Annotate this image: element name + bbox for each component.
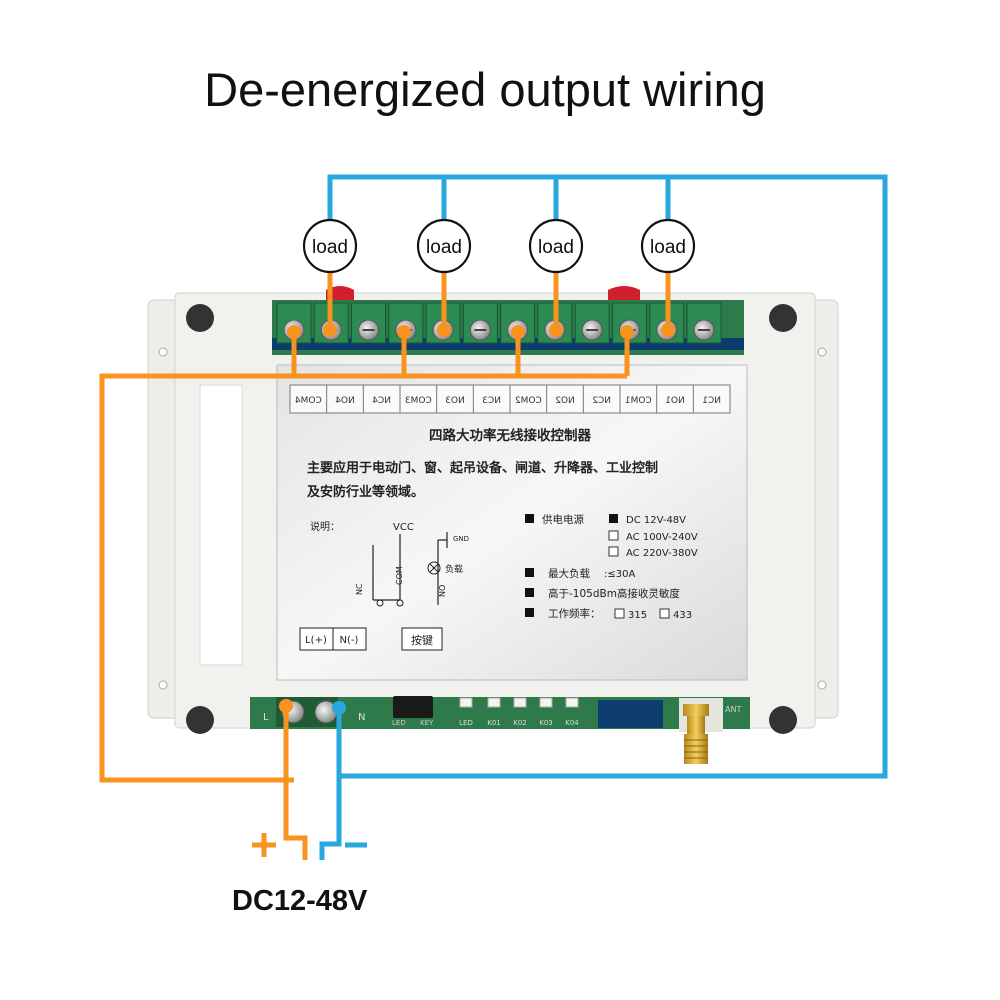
max-load-value: :≤30A (604, 569, 635, 580)
terminal-label: NC4 (372, 396, 391, 406)
led-indicator: K02 (513, 697, 527, 727)
small-key-label: KEY (420, 719, 434, 727)
terminal-label: COM3 (405, 396, 432, 406)
panel-schematic: 说明： VCC GND 负载 NC COM NO L(+) N(-) 按键 (299, 520, 469, 651)
led-label: K02 (513, 719, 527, 727)
note-label: 说明： (310, 520, 340, 533)
led-indicator: K01 (487, 697, 501, 727)
top-terminal (574, 302, 610, 344)
led-indicator: K04 (565, 697, 579, 727)
top-terminal (462, 302, 498, 344)
panel-specs: 供电电源 DC 12V-48V AC 100V-240V AC 220V-380… (525, 513, 698, 621)
load-cn-label: 负载 (445, 563, 463, 575)
load-label: load (312, 237, 348, 258)
frequency-option-2: 433 (673, 610, 692, 621)
led-label: K01 (487, 719, 501, 727)
top-terminal (686, 302, 722, 344)
terminal-label: NC2 (592, 396, 611, 406)
power-option-1: DC 12V-48V (626, 515, 686, 526)
terminal-l-label: L (263, 712, 269, 723)
led-indicator: LED (459, 697, 473, 727)
load-output-wires (327, 272, 671, 330)
positive-terminal-dots (279, 325, 634, 713)
power-option-2: AC 100V-240V (626, 532, 698, 543)
power-option-3: AC 220V-380V (626, 548, 698, 559)
n-minus-label: N(-) (340, 635, 359, 646)
antenna-connector (684, 734, 708, 764)
terminal-label: NO3 (445, 396, 465, 406)
led-label: K04 (565, 719, 579, 727)
power-label: 供电电源 (542, 513, 584, 526)
nc-label: NC (355, 583, 364, 595)
led-label: K03 (539, 719, 553, 727)
led-indicator: K03 (539, 697, 553, 727)
com-label: COM (395, 566, 404, 585)
load-label: load (426, 237, 462, 258)
key-button-label: 按键 (411, 633, 433, 647)
antenna-label: ANT (725, 705, 741, 714)
led-label: LED (459, 719, 473, 727)
diagram-title: De-energized output wiring (204, 63, 766, 116)
load-label: load (650, 237, 686, 258)
terminal-label: NC1 (702, 396, 721, 406)
gnd-label: GND (453, 535, 469, 543)
frequency-label: 工作频率： (548, 607, 601, 620)
negative-terminal-dot (332, 701, 346, 715)
terminal-label: NO4 (335, 396, 355, 406)
sensitivity-label: 高于-105dBm高接收灵敏度 (548, 587, 680, 600)
load-2: load (416, 218, 472, 274)
mounting-hole (769, 706, 797, 734)
no-label: NO (438, 585, 447, 597)
terminal-label-row: COM4 NO4 NC4 COM3 NO3 NC3 COM2 NO2 NC2 COM1 NO1 NC1 (289, 385, 721, 413)
load-1: load (302, 218, 358, 274)
top-terminal (351, 302, 387, 344)
l-plus-label: L(+) (305, 635, 327, 646)
frequency-option-1: 315 (628, 610, 647, 621)
terminal-n-label: N (358, 712, 365, 723)
mounting-hole (186, 304, 214, 332)
terminal-label: NC3 (482, 396, 501, 406)
load-4: load (640, 218, 696, 274)
small-led-label: LED (392, 719, 406, 727)
terminal-label: COM1 (625, 396, 652, 406)
load-3: load (528, 218, 584, 274)
supply-voltage-label: DC12-48V (232, 885, 368, 917)
loads-group: load load load load (302, 218, 696, 274)
load-label: load (538, 237, 574, 258)
terminal-label: COM2 (515, 396, 542, 406)
terminal-label: COM4 (295, 396, 322, 406)
panel-description-line1: 主要应用于电动门、窗、起吊设备、闸道、升降器、工业控制 (307, 460, 658, 476)
terminal-label: NO1 (665, 396, 685, 406)
mounting-hole (186, 706, 214, 734)
max-load-label: 最大负载 (548, 567, 590, 580)
vcc-label: VCC (393, 522, 414, 533)
mounting-hole (769, 304, 797, 332)
panel-description-line2: 及安防行业等领域。 (307, 484, 424, 500)
led-indicators: LED K01 K02 K03 K04 (459, 697, 579, 727)
panel-heading: 四路大功率无线接收控制器 (429, 427, 591, 444)
terminal-label: NO2 (555, 396, 575, 406)
